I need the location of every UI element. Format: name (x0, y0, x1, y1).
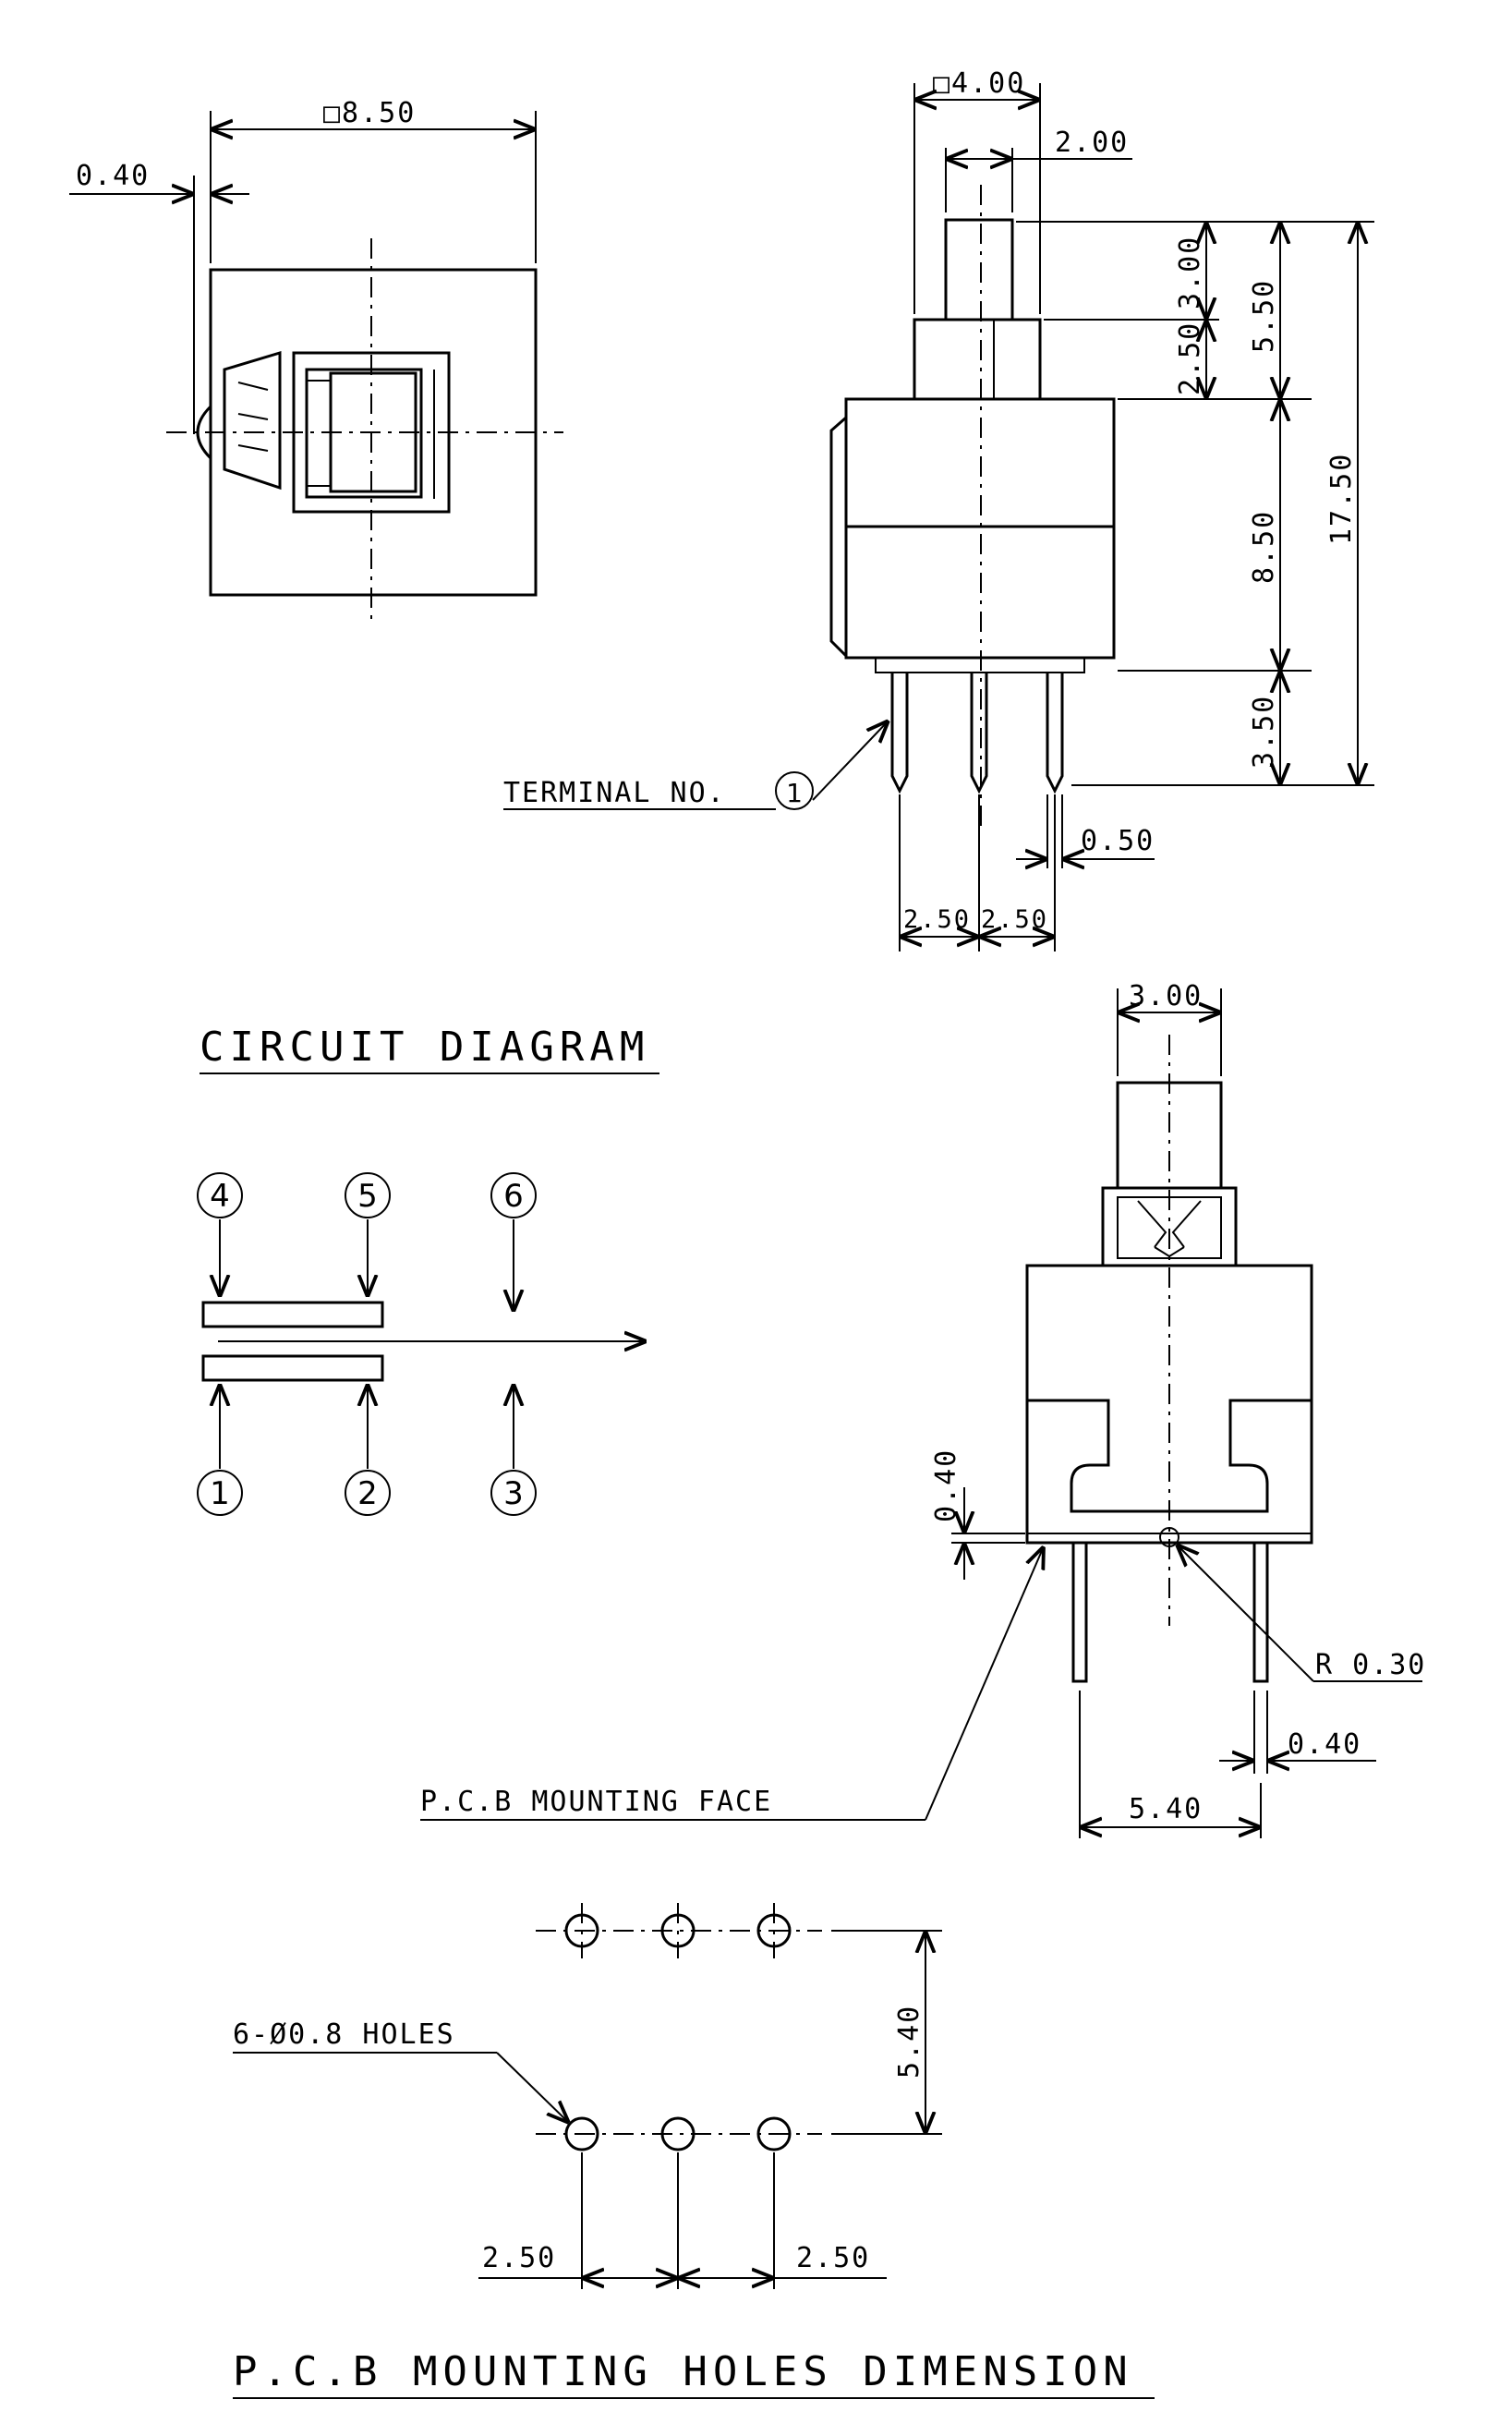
front-pin-dim: 0.40 (1288, 1728, 1361, 1761)
front-view-pin-left (1071, 1541, 1088, 1683)
front-span-dim: 5.40 (1129, 1793, 1203, 1825)
terminal-6-circle (490, 1172, 537, 1218)
side-width-dim: □4.00 (933, 67, 1025, 100)
circuit-diagram: CIRCUIT DIAGRAM 4 5 6 1 2 3 (197, 1024, 659, 1516)
side-dim-8-50: 8.50 (1248, 510, 1280, 584)
terminal-5-label: 5 (357, 1178, 378, 1215)
terminal-2-circle (345, 1470, 391, 1516)
pcb-holes-title: P.C.B MOUNTING HOLES DIMENSION (233, 2348, 1133, 2395)
front-view: 3.00 0.40 R 0.30 0.40 5.40 P.C.B MOUNTIN… (420, 980, 1426, 1838)
front-stem-dim: 3.00 (1129, 980, 1203, 1012)
front-view-inner-cavity (1027, 1399, 1312, 1513)
mounting-face-label: P.C.B MOUNTING FACE (420, 1786, 772, 1818)
side-view: □4.00 2.00 3.00 2.50 5.50 8.50 3.50 17.5… (503, 67, 1374, 951)
side-stem-dim: 2.00 (1055, 127, 1129, 159)
top-view-left-bump (196, 405, 212, 460)
terminal-4-circle (197, 1172, 243, 1218)
side-pin-dim: 0.50 (1081, 825, 1155, 857)
pcb-pitch-dim-right: 2.50 (796, 2242, 870, 2274)
side-pitch-dim-right: 2.50 (981, 905, 1048, 934)
pcb-hole (756, 2116, 792, 2151)
front-view-pin-right (1252, 1541, 1269, 1683)
pcb-holes: 5.40 6-Ø0.8 HOLES 2.50 2.50 P.C.B MOUNTI… (233, 1903, 1155, 2399)
pcb-pitch-dim-left: 2.50 (482, 2242, 556, 2274)
side-dim-3-50: 3.50 (1248, 695, 1280, 769)
circuit-title: CIRCUIT DIAGRAM (200, 1024, 649, 1071)
side-dim-2-50: 2.50 (1174, 321, 1206, 395)
terminal-number: 1 (786, 778, 803, 808)
pcb-hole (564, 2116, 599, 2151)
side-dim-3-00: 3.00 (1174, 236, 1206, 309)
side-view-pin-2 (970, 673, 988, 794)
side-pitch-dim-left: 2.50 (903, 905, 971, 934)
top-view: □8.50 0.40 (69, 97, 563, 621)
pcb-holes-label: 6-Ø0.8 HOLES (233, 2018, 455, 2051)
front-view-stem (1116, 1081, 1223, 1190)
front-face-gap-dim: 0.40 (930, 1448, 962, 1522)
side-view-stem (944, 218, 1014, 321)
side-dim-5-50: 5.50 (1248, 279, 1280, 353)
lower-contact-bar (201, 1354, 384, 1382)
top-view-stem (329, 371, 417, 493)
side-view-pin-3 (1046, 673, 1064, 794)
pcb-row-dim: 5.40 (893, 2005, 925, 2078)
terminal-4-label: 4 (210, 1178, 230, 1215)
terminal-2-label: 2 (357, 1475, 378, 1512)
side-view-collar (913, 318, 1042, 401)
side-dim-17-50: 17.50 (1325, 453, 1358, 545)
top-view-housing-inner (305, 368, 423, 499)
top-view-housing-outer (292, 351, 451, 514)
pcb-hole (660, 2116, 696, 2151)
terminal-1-circle (197, 1470, 243, 1516)
terminal-label: TERMINAL NO. (503, 777, 726, 809)
top-width-dim: □8.50 (323, 97, 416, 129)
upper-contact-bar (201, 1301, 384, 1328)
terminal-5-circle (345, 1172, 391, 1218)
terminal-1-label: 1 (210, 1475, 230, 1512)
top-offset-dim: 0.40 (76, 160, 150, 192)
front-radius-dim: R 0.30 (1315, 1649, 1426, 1681)
top-view-terminal-clip (223, 350, 282, 491)
terminal-number-circle (775, 771, 814, 810)
terminal-6-label: 6 (503, 1178, 524, 1215)
terminal-3-label: 3 (503, 1475, 524, 1512)
terminal-3-circle (490, 1470, 537, 1516)
side-view-pin-1 (890, 673, 909, 794)
